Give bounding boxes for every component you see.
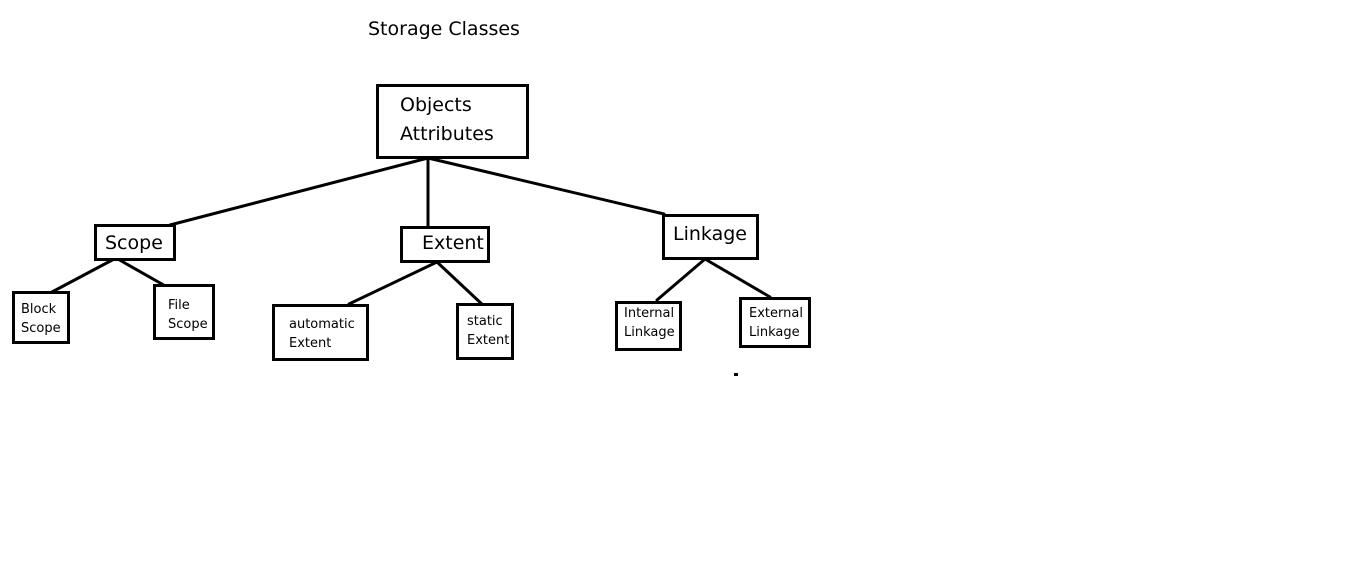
root-node: Objects Attributes bbox=[376, 84, 529, 159]
stray-mark bbox=[734, 373, 738, 376]
diagram-title: Storage Classes bbox=[368, 18, 520, 40]
static-extent-node: static Extent bbox=[456, 303, 514, 360]
block-scope-node: Block Scope bbox=[12, 291, 70, 344]
block-scope-label: Block Scope bbox=[21, 302, 61, 336]
edge-root-linkage bbox=[426, 156, 666, 216]
scope-node-label: Scope bbox=[105, 232, 163, 254]
extent-node-label: Extent bbox=[422, 232, 484, 254]
edge-linkage-internal bbox=[655, 257, 707, 302]
automatic-extent-node: automatic Extent bbox=[272, 304, 369, 361]
file-scope-label: File Scope bbox=[168, 298, 208, 332]
edge-linkage-external bbox=[703, 257, 772, 299]
linkage-node-label: Linkage bbox=[673, 223, 747, 245]
automatic-extent-label: automatic Extent bbox=[289, 317, 355, 351]
edge-root-scope bbox=[168, 156, 430, 227]
static-extent-label: static Extent bbox=[467, 314, 510, 348]
internal-linkage-node: Internal Linkage bbox=[615, 301, 682, 351]
external-linkage-label: External Linkage bbox=[749, 306, 803, 340]
root-node-label: Objects Attributes bbox=[400, 94, 494, 145]
file-scope-node: File Scope bbox=[153, 284, 215, 340]
linkage-node: Linkage bbox=[662, 214, 759, 260]
internal-linkage-label: Internal Linkage bbox=[624, 306, 675, 340]
extent-node: Extent bbox=[400, 226, 490, 263]
edge-scope-block bbox=[50, 256, 118, 294]
edge-extent-static bbox=[435, 260, 487, 309]
external-linkage-node: External Linkage bbox=[739, 297, 811, 348]
scope-node: Scope bbox=[94, 224, 176, 261]
edge-extent-auto bbox=[347, 260, 439, 306]
